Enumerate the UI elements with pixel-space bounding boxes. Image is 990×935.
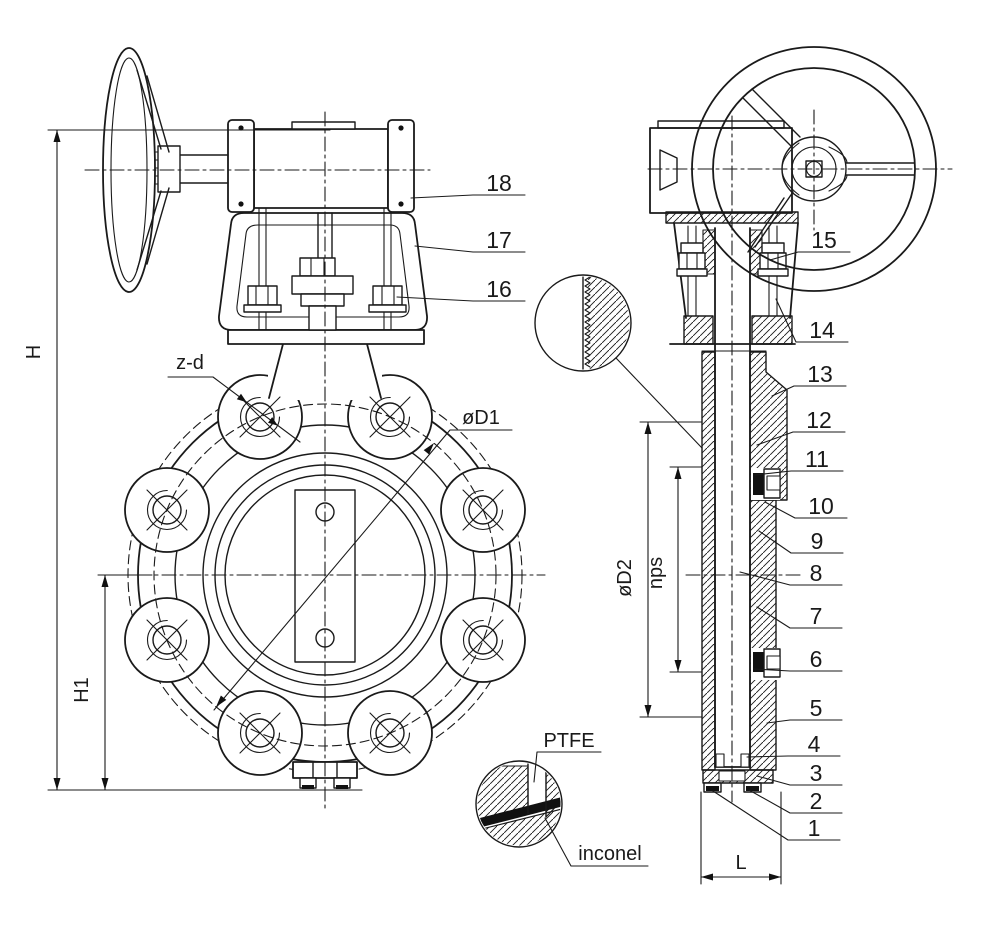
callout-1-label: 1 bbox=[808, 815, 821, 841]
callout-5: 5 bbox=[766, 695, 843, 724]
handwheel-hub bbox=[157, 145, 181, 193]
callout-2-label: 2 bbox=[810, 788, 823, 814]
inconel-leader bbox=[544, 817, 649, 867]
callout-18-label: 18 bbox=[486, 170, 512, 196]
callout-9: 9 bbox=[758, 528, 844, 554]
gland-flange bbox=[291, 275, 354, 295]
ptfe-label: PTFE bbox=[543, 730, 594, 752]
front-gearbox bbox=[227, 119, 415, 213]
callout-15-label: 15 bbox=[811, 227, 837, 253]
seat-seal-lower bbox=[751, 648, 781, 680]
callout-14: 14 bbox=[775, 298, 849, 343]
ptfe-leader bbox=[533, 751, 602, 783]
callout-11-label: 11 bbox=[805, 446, 829, 472]
callout-7: 7 bbox=[756, 603, 843, 629]
bracket-bolt-right bbox=[368, 206, 407, 331]
callout-12: 12 bbox=[756, 407, 846, 446]
callouts-left: 18 17 16 bbox=[396, 170, 526, 302]
dim-H1-label: H1 bbox=[71, 677, 93, 703]
side-body-section bbox=[701, 227, 788, 793]
callout-9-label: 9 bbox=[811, 528, 824, 554]
inconel-label: inconel bbox=[578, 843, 641, 865]
dim-zd: z-d bbox=[167, 352, 301, 443]
callout-14-label: 14 bbox=[809, 317, 835, 343]
dim-D2-label: øD2 bbox=[614, 559, 636, 597]
front-view bbox=[84, 47, 546, 813]
front-bolt-holes bbox=[146, 396, 504, 754]
side-view bbox=[647, 46, 953, 803]
callout-18: 18 bbox=[410, 170, 526, 199]
detail-seat-seal: PTFE inconel bbox=[475, 730, 649, 867]
callout-7-label: 7 bbox=[810, 603, 823, 629]
dim-zd-label: z-d bbox=[176, 352, 204, 374]
callout-4-label: 4 bbox=[808, 731, 821, 757]
inconel-strip bbox=[477, 797, 561, 828]
callout-8: 8 bbox=[739, 560, 843, 586]
callout-2: 2 bbox=[748, 788, 843, 814]
callout-6-label: 6 bbox=[810, 646, 823, 672]
callout-12-label: 12 bbox=[806, 407, 832, 433]
dim-D1: øD1 bbox=[213, 407, 513, 711]
callout-13-label: 13 bbox=[807, 361, 833, 387]
callout-17-label: 17 bbox=[486, 227, 512, 253]
callout-4: 4 bbox=[746, 731, 841, 758]
front-bracket bbox=[218, 206, 428, 345]
worm-end-cap bbox=[659, 149, 678, 191]
callout-1: 1 bbox=[712, 790, 841, 841]
dim-L-label: L bbox=[735, 852, 746, 874]
callout-8-label: 8 bbox=[810, 560, 823, 586]
side-gearbox bbox=[649, 120, 793, 214]
front-valve-body bbox=[124, 343, 526, 789]
yoke-bolt-left bbox=[676, 225, 708, 317]
callout-13: 13 bbox=[771, 361, 847, 397]
dim-H: H bbox=[23, 129, 363, 791]
dim-D2: øD2 bbox=[614, 421, 703, 718]
bracket-bolt-left bbox=[243, 206, 282, 331]
callout-3-label: 3 bbox=[810, 760, 823, 786]
gland-nut bbox=[299, 257, 336, 277]
dim-nps: nps bbox=[645, 466, 703, 673]
callout-11: 11 bbox=[754, 446, 844, 476]
callout-10-label: 10 bbox=[808, 493, 834, 519]
callout-6: 6 bbox=[753, 646, 843, 672]
callout-16: 16 bbox=[396, 276, 526, 302]
callout-16-label: 16 bbox=[486, 276, 512, 302]
callout-5-label: 5 bbox=[810, 695, 823, 721]
dim-H1: H1 bbox=[71, 574, 153, 791]
dim-L: L bbox=[700, 791, 782, 885]
dim-nps-label: nps bbox=[645, 557, 667, 589]
body-left-wall bbox=[701, 351, 716, 771]
callout-15: 15 bbox=[769, 227, 851, 261]
callout-3: 3 bbox=[756, 760, 843, 786]
detail-face-leader bbox=[615, 357, 703, 449]
dim-H-label: H bbox=[23, 345, 45, 359]
callout-10: 10 bbox=[764, 493, 848, 519]
dim-D1-label: øD1 bbox=[462, 407, 500, 429]
callouts-right: 15 14 13 12 11 10 9 8 7 6 5 4 3 2 1 bbox=[712, 227, 851, 841]
callout-17: 17 bbox=[414, 227, 526, 253]
